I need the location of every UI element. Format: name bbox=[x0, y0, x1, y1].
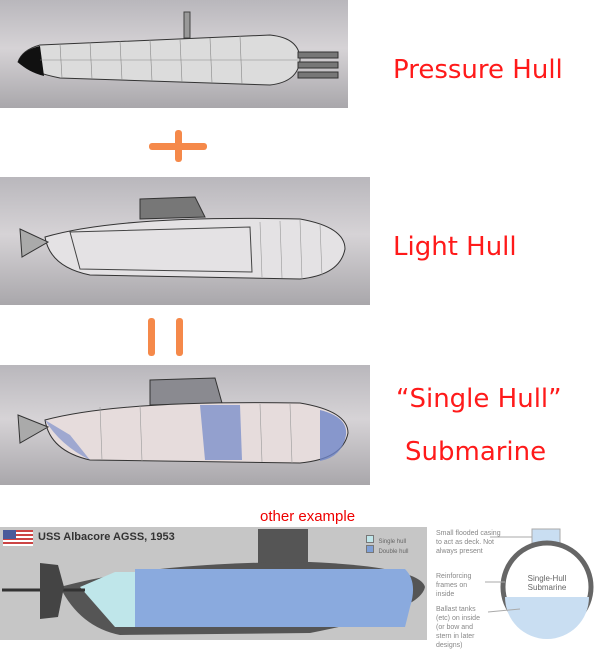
note-flooded-casing: Small flooded casing to act as deck. Not… bbox=[436, 530, 501, 555]
light-hull-label: Light Hull bbox=[393, 232, 517, 262]
albacore-diagram: USS Albacore AGSS, 1953 Single hull Doub… bbox=[0, 527, 427, 640]
note-reinforcing-frames: Reinforcing frames on inside bbox=[436, 573, 472, 598]
us-flag-icon bbox=[3, 530, 33, 546]
pressure-hull-drawing bbox=[17, 11, 339, 86]
plus-operator-icon bbox=[149, 130, 207, 162]
single-hull-render bbox=[0, 365, 370, 485]
light-hull-render bbox=[0, 177, 370, 305]
legend-double-hull: Double hull bbox=[366, 540, 408, 558]
single-hull-drawing bbox=[17, 377, 349, 464]
equals-operator-icon bbox=[148, 318, 184, 356]
albacore-cutaway bbox=[2, 529, 425, 635]
light-hull-drawing bbox=[19, 196, 346, 280]
cross-section-diagram: Small flooded casing to act as deck. Not… bbox=[430, 527, 604, 649]
other-example-label: other example bbox=[260, 508, 356, 525]
legend-single-hull: Single hull bbox=[366, 530, 406, 548]
cross-section-drawing bbox=[485, 528, 594, 639]
submarine-label: Submarine bbox=[405, 437, 547, 467]
pressure-hull-label: Pressure Hull bbox=[393, 55, 563, 85]
albacore-title: USS Albacore AGSS, 1953 bbox=[38, 531, 175, 543]
pressure-hull-render bbox=[0, 0, 348, 108]
cross-section-center-label: Single-Hull Submarine bbox=[527, 574, 567, 592]
single-hull-label: “Single Hull” bbox=[396, 384, 562, 414]
